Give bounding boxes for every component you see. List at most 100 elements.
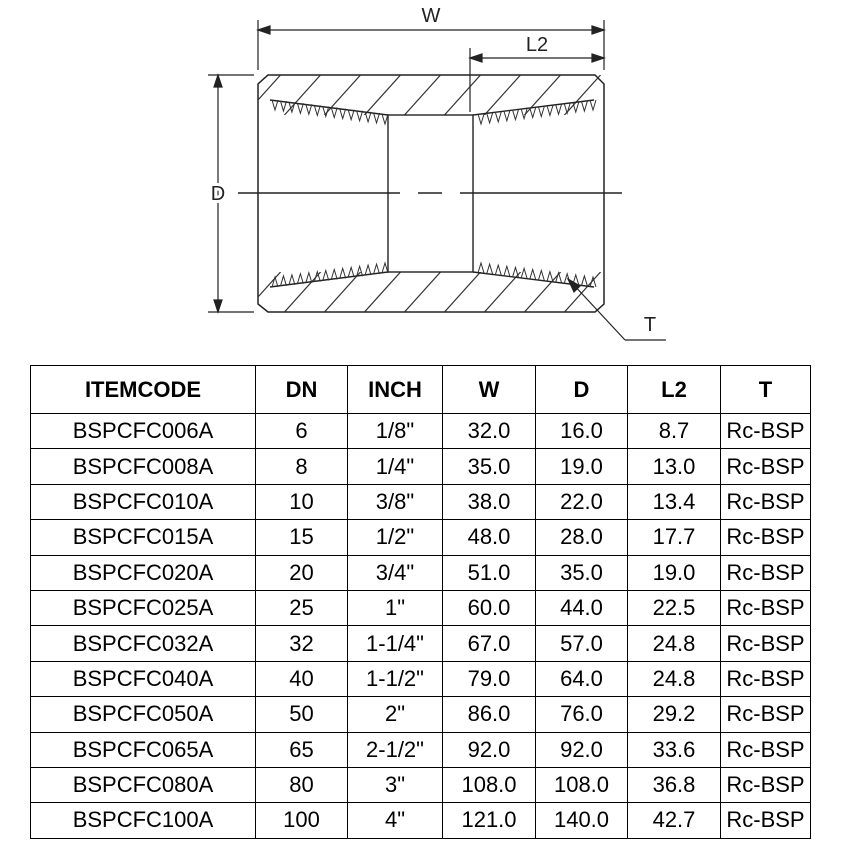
cell-dn: 15: [255, 519, 348, 556]
cell-w: 60.0: [442, 589, 536, 627]
cell-l2: 8.7: [627, 412, 721, 450]
cell-d: 57.0: [535, 625, 628, 662]
cell-l2: 19.0: [627, 554, 721, 591]
header-t: T: [720, 365, 811, 414]
cell-w: 35.0: [442, 448, 536, 485]
cell-l2: 33.6: [627, 731, 721, 768]
thread-leader: [566, 277, 666, 341]
cell-w: 108.0: [442, 766, 536, 804]
cell-w: 79.0: [442, 660, 536, 698]
cell-d: 19.0: [535, 448, 628, 485]
cell-t: Rc-BSP: [720, 589, 811, 627]
cell-inch: 4": [347, 802, 443, 839]
cell-dn: 100: [255, 802, 348, 839]
cell-t: Rc-BSP: [720, 802, 811, 839]
cell-l2: 29.2: [627, 696, 721, 733]
cell-itemcode: BSPCFC050A: [30, 696, 256, 733]
cell-itemcode: BSPCFC080A: [30, 766, 256, 804]
cell-inch: 3/8": [347, 483, 443, 521]
coupling-section-drawing: W L2 D T: [208, 5, 666, 341]
cell-t: Rc-BSP: [720, 483, 811, 521]
label-t: T: [644, 314, 656, 336]
cell-d: 35.0: [535, 554, 628, 591]
cell-t: Rc-BSP: [720, 519, 811, 556]
cell-w: 32.0: [442, 412, 536, 450]
cell-inch: 1-1/2": [347, 660, 443, 698]
cell-l2: 36.8: [627, 766, 721, 804]
cell-d: 28.0: [535, 519, 628, 556]
cell-t: Rc-BSP: [720, 731, 811, 768]
cell-dn: 6: [255, 412, 348, 450]
cell-d: 16.0: [535, 412, 628, 450]
cell-dn: 20: [255, 554, 348, 591]
header-inch: INCH: [347, 365, 443, 414]
cell-d: 140.0: [535, 802, 628, 839]
cell-w: 86.0: [442, 696, 536, 733]
dimension-w: [256, 20, 606, 70]
cell-t: Rc-BSP: [720, 625, 811, 662]
cell-itemcode: BSPCFC006A: [30, 412, 256, 450]
cell-l2: 13.4: [627, 483, 721, 521]
cell-inch: 1/4": [347, 448, 443, 485]
cell-d: 22.0: [535, 483, 628, 521]
cell-w: 51.0: [442, 554, 536, 591]
dimension-d: [208, 73, 254, 314]
cell-t: Rc-BSP: [720, 766, 811, 804]
cell-inch: 1/8": [347, 412, 443, 450]
cell-itemcode: BSPCFC015A: [30, 519, 256, 556]
cell-inch: 1/2": [347, 519, 443, 556]
header-dn: DN: [255, 365, 348, 414]
header-l2: L2: [627, 365, 721, 414]
cell-itemcode: BSPCFC008A: [30, 448, 256, 485]
cell-t: Rc-BSP: [720, 696, 811, 733]
cell-w: 121.0: [442, 802, 536, 839]
cell-l2: 22.5: [627, 589, 721, 627]
thread-teeth: [271, 99, 597, 288]
cell-l2: 13.0: [627, 448, 721, 485]
label-d: D: [211, 183, 225, 205]
cell-itemcode: BSPCFC020A: [30, 554, 256, 591]
cell-l2: 17.7: [627, 519, 721, 556]
cell-itemcode: BSPCFC025A: [30, 589, 256, 627]
cell-dn: 40: [255, 660, 348, 698]
cell-dn: 80: [255, 766, 348, 804]
cell-itemcode: BSPCFC010A: [30, 483, 256, 521]
cell-w: 92.0: [442, 731, 536, 768]
cell-inch: 1-1/4": [347, 625, 443, 662]
cell-d: 76.0: [535, 696, 628, 733]
dimension-l2: [468, 48, 606, 112]
cell-itemcode: BSPCFC065A: [30, 731, 256, 768]
header-d: D: [535, 365, 628, 414]
table-header-row: ITEMCODE DN INCH W D L2 T: [30, 365, 811, 414]
header-itemcode: ITEMCODE: [30, 365, 256, 414]
cell-t: Rc-BSP: [720, 554, 811, 591]
cell-dn: 32: [255, 625, 348, 662]
cell-w: 38.0: [442, 483, 536, 521]
cell-dn: 65: [255, 731, 348, 768]
cell-inch: 1": [347, 589, 443, 627]
cell-t: Rc-BSP: [720, 412, 811, 450]
cell-w: 48.0: [442, 519, 536, 556]
label-w: W: [422, 5, 441, 27]
cell-t: Rc-BSP: [720, 448, 811, 485]
cell-d: 108.0: [535, 766, 628, 804]
cell-dn: 25: [255, 589, 348, 627]
cell-d: 92.0: [535, 731, 628, 768]
cell-inch: 2-1/2": [347, 731, 443, 768]
cell-dn: 10: [255, 483, 348, 521]
cell-d: 64.0: [535, 660, 628, 698]
cell-d: 44.0: [535, 589, 628, 627]
cell-inch: 3/4": [347, 554, 443, 591]
cell-l2: 24.8: [627, 625, 721, 662]
cell-inch: 3": [347, 766, 443, 804]
